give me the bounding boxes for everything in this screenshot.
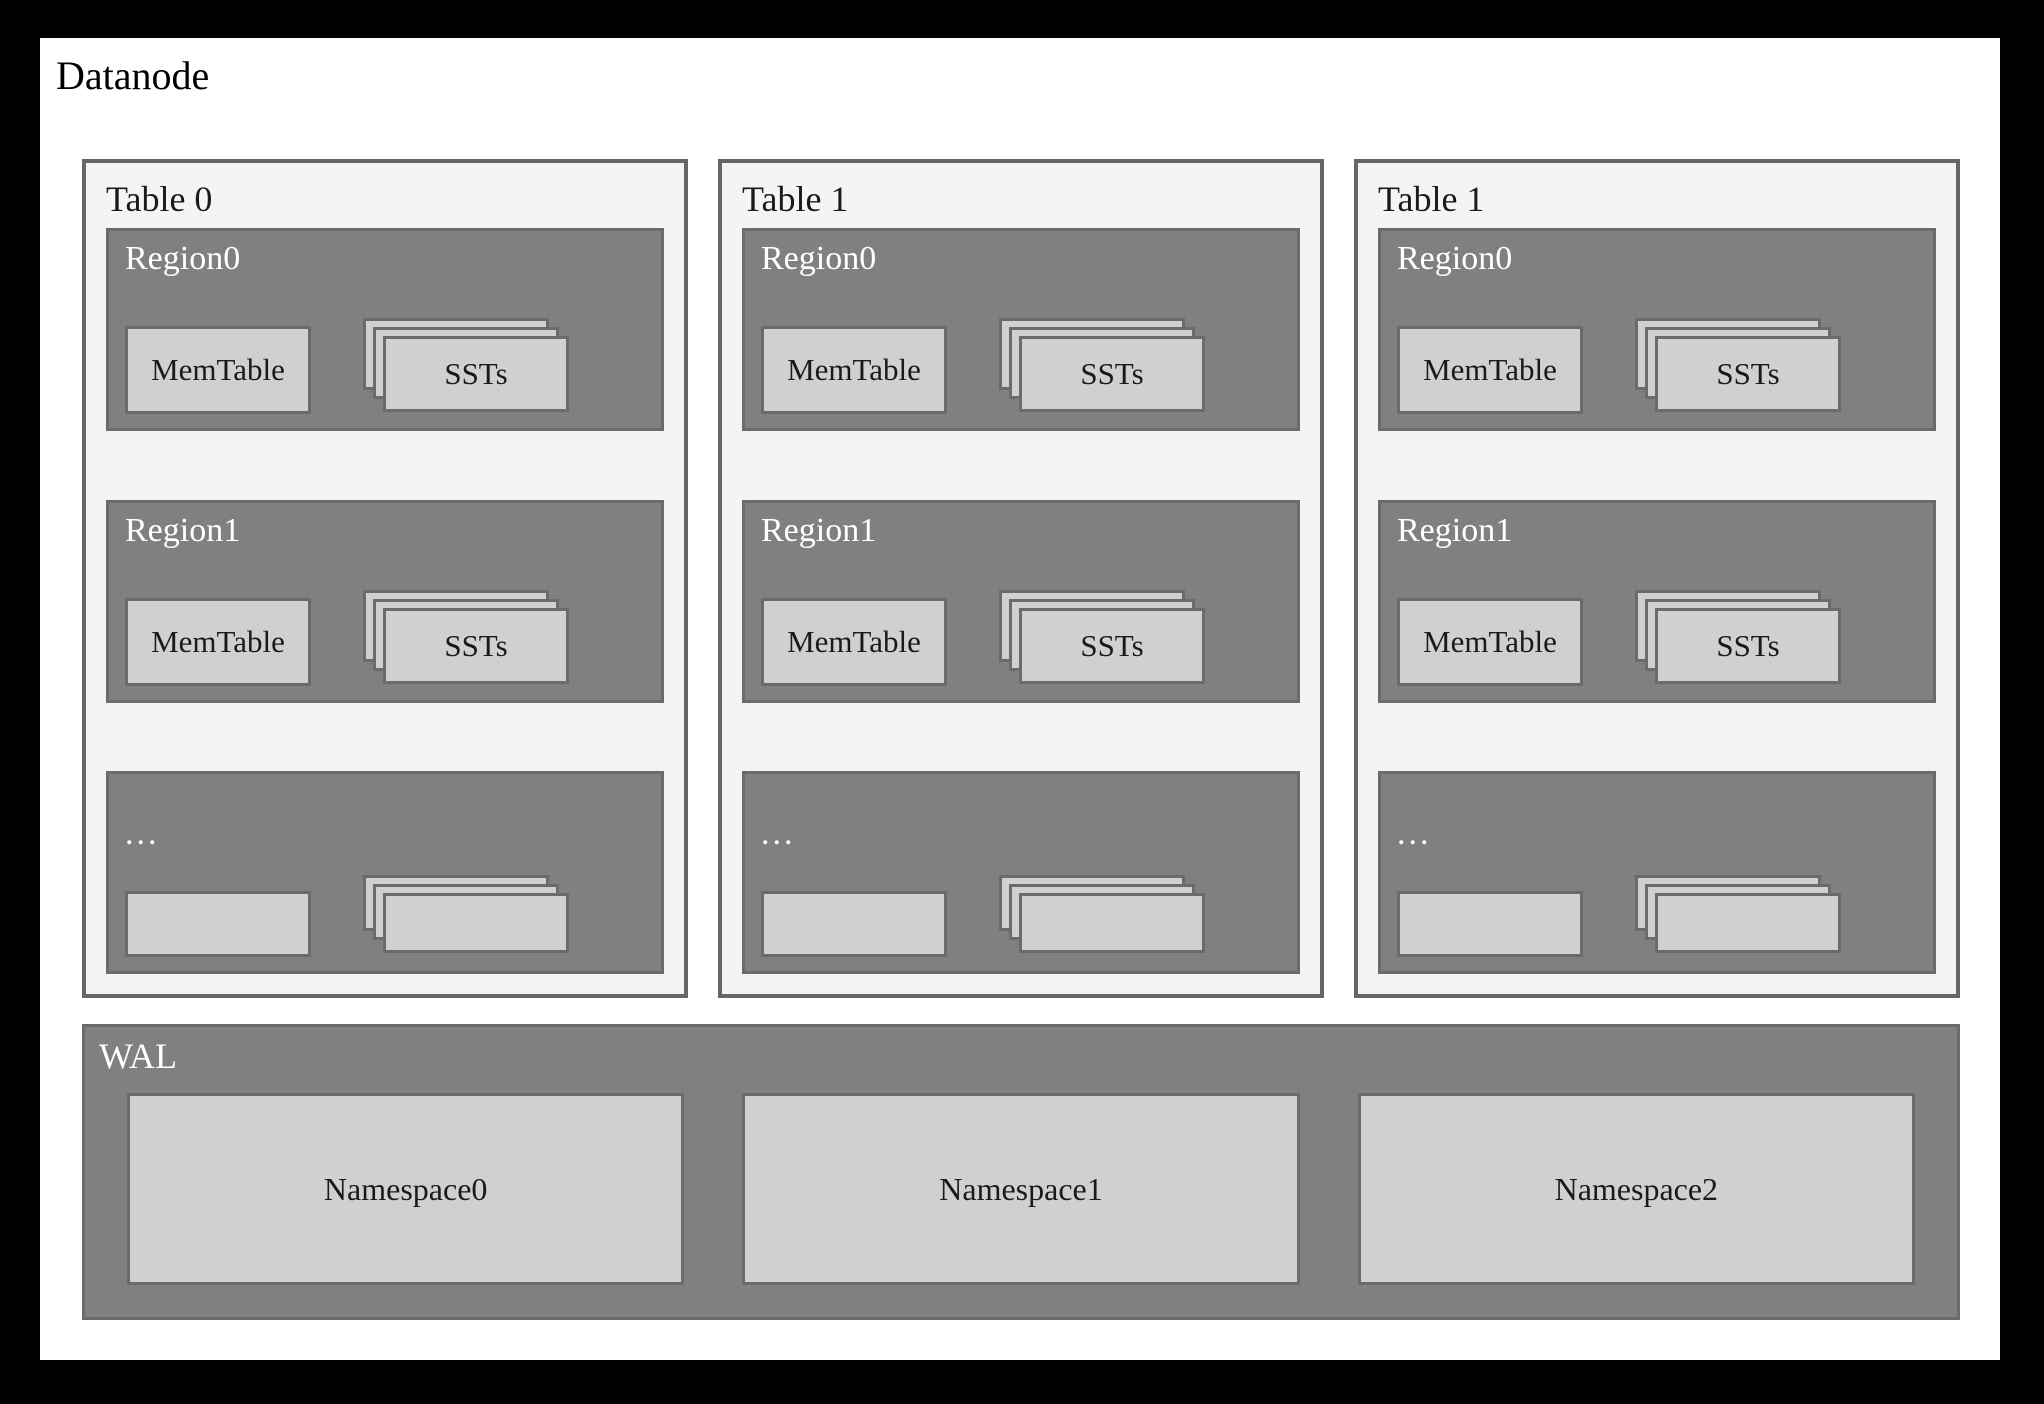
region-box-more[interactable]: ... xyxy=(106,771,664,974)
region-body: MemTable SSTs xyxy=(1397,318,1919,414)
region-ellipsis-label: ... xyxy=(125,815,160,852)
memtable-box[interactable]: MemTable xyxy=(1397,326,1583,414)
sst-layer-front xyxy=(1655,893,1841,953)
table-panel-2[interactable]: Table 1 Region0 MemTable SSTs Region1 xyxy=(1354,159,1960,998)
page-title: Datanode xyxy=(56,53,210,98)
sst-stack[interactable]: SSTs xyxy=(999,589,1209,686)
region-box-more[interactable]: ... xyxy=(1378,771,1936,974)
namespace-box-2[interactable]: Namespace2 xyxy=(1357,1093,1915,1285)
memtable-box[interactable]: MemTable xyxy=(1397,597,1583,686)
sst-layer-front xyxy=(1019,893,1205,953)
memtable-box[interactable] xyxy=(1397,891,1583,957)
region-box-1[interactable]: Region1 MemTable SSTs xyxy=(1378,499,1936,703)
region-label: Region0 xyxy=(125,240,241,277)
sst-layer-front: SSTs xyxy=(1019,336,1205,412)
namespace-list: Namespace0 Namespace1 Namespace2 xyxy=(127,1093,1915,1285)
region-body: MemTable SSTs xyxy=(125,318,647,414)
memtable-box[interactable]: MemTable xyxy=(125,597,311,686)
sst-stack[interactable]: SSTs xyxy=(363,589,573,686)
region-box-0[interactable]: Region0 MemTable SSTs xyxy=(1378,228,1936,431)
region-list: Region0 MemTable SSTs Region1 MemTable xyxy=(1372,228,1942,980)
table-label: Table 1 xyxy=(1378,179,1485,219)
region-body: MemTable SSTs xyxy=(761,589,1283,686)
table-label: Table 1 xyxy=(742,179,849,219)
memtable-box[interactable]: MemTable xyxy=(761,597,947,686)
memtable-box[interactable]: MemTable xyxy=(761,326,947,414)
sst-layer-front: SSTs xyxy=(383,607,569,684)
region-box-1[interactable]: Region1 MemTable SSTs xyxy=(106,499,664,703)
region-label: Region1 xyxy=(125,511,241,549)
memtable-box[interactable] xyxy=(761,891,947,957)
region-box-0[interactable]: Region0 MemTable SSTs xyxy=(106,228,664,431)
sst-stack[interactable]: SSTs xyxy=(1635,318,1845,414)
sst-layer-front xyxy=(383,893,569,953)
wal-label: WAL xyxy=(99,1036,177,1076)
table-panel-1[interactable]: Table 1 Region0 MemTable SSTs Region1 xyxy=(718,159,1324,998)
wal-box[interactable]: WAL Namespace0 Namespace1 Namespace2 xyxy=(82,1024,1960,1320)
tables-row: Table 0 Region0 MemTable SSTs Region1 xyxy=(82,159,1960,998)
sst-layer-front: SSTs xyxy=(383,336,569,412)
region-label: Region0 xyxy=(761,240,877,277)
region-ellipsis-label: ... xyxy=(761,815,796,852)
region-ellipsis-label: ... xyxy=(1397,815,1432,852)
region-list: Region0 MemTable SSTs Region1 MemTable xyxy=(100,228,670,980)
region-body xyxy=(1397,861,1919,957)
sst-stack[interactable]: SSTs xyxy=(363,318,573,414)
table-label: Table 0 xyxy=(106,179,213,219)
region-box-0[interactable]: Region0 MemTable SSTs xyxy=(742,228,1300,431)
region-label: Region1 xyxy=(1397,511,1513,549)
table-panel-0[interactable]: Table 0 Region0 MemTable SSTs Region1 xyxy=(82,159,688,998)
sst-layer-front: SSTs xyxy=(1655,607,1841,684)
region-body: MemTable SSTs xyxy=(125,589,647,686)
sst-stack[interactable] xyxy=(999,875,1209,957)
region-body xyxy=(761,861,1283,957)
region-label: Region0 xyxy=(1397,240,1513,277)
sst-layer-front: SSTs xyxy=(1655,336,1841,412)
memtable-box[interactable]: MemTable xyxy=(125,326,311,414)
datanode-canvas: Datanode Table 0 Region0 MemTable SSTs xyxy=(40,38,2000,1360)
memtable-box[interactable] xyxy=(125,891,311,957)
sst-stack[interactable] xyxy=(363,875,573,957)
region-box-1[interactable]: Region1 MemTable SSTs xyxy=(742,499,1300,703)
sst-layer-front: SSTs xyxy=(1019,607,1205,684)
sst-stack[interactable]: SSTs xyxy=(1635,589,1845,686)
namespace-box-0[interactable]: Namespace0 xyxy=(127,1093,685,1285)
region-body xyxy=(125,861,647,957)
region-label: Region1 xyxy=(761,511,877,549)
region-body: MemTable SSTs xyxy=(761,318,1283,414)
region-body: MemTable SSTs xyxy=(1397,589,1919,686)
region-list: Region0 MemTable SSTs Region1 MemTable xyxy=(736,228,1306,980)
namespace-box-1[interactable]: Namespace1 xyxy=(742,1093,1300,1285)
region-box-more[interactable]: ... xyxy=(742,771,1300,974)
sst-stack[interactable] xyxy=(1635,875,1845,957)
sst-stack[interactable]: SSTs xyxy=(999,318,1209,414)
